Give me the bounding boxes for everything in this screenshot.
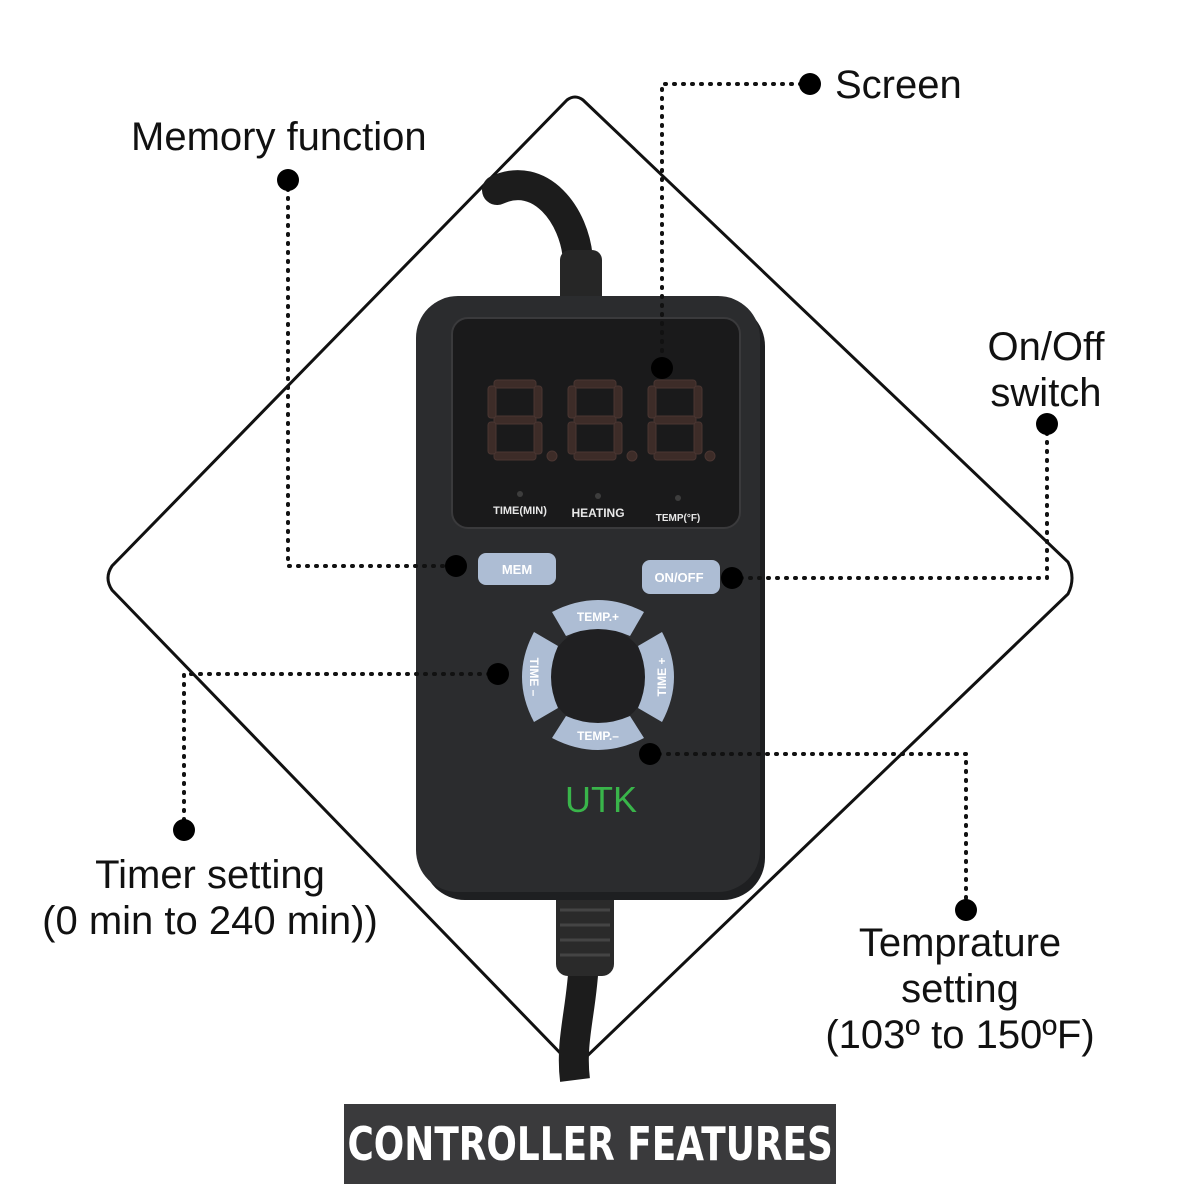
leader-onoff [730, 422, 1049, 580]
led-temp [675, 495, 681, 501]
power-cord-bottom [558, 959, 599, 1082]
onoff-button[interactable]: ON/OFF [642, 560, 720, 594]
callout-timer-line2: (0 min to 240 min)) [42, 899, 378, 943]
leader-memory [286, 178, 458, 568]
time-plus-label: TIME + [655, 657, 669, 696]
dot-timer-target [487, 663, 509, 685]
callout-timer-setting: Timer setting (0 min to 240 min)) [10, 852, 410, 944]
dot-timer-label [173, 819, 195, 841]
indicator-label-heating: HEATING [571, 506, 624, 520]
dot-screen-target [651, 357, 673, 379]
time-plus-button[interactable]: TIME + [638, 632, 674, 722]
callout-memory-text: Memory function [131, 115, 427, 159]
leader-lines [182, 82, 1049, 912]
onoff-button-label: ON/OFF [654, 570, 703, 585]
led-heating [595, 493, 601, 499]
callout-timer-line1: Timer setting [95, 853, 325, 897]
time-minus-label: TIME – [527, 658, 541, 697]
dot-memory-target [445, 555, 467, 577]
callout-temp-line2: setting [901, 967, 1019, 1011]
temp-plus-button[interactable]: TEMP.+ [552, 600, 644, 636]
indicator-label-time: TIME(MIN) [493, 505, 547, 517]
controller-features-banner: CONTROLLER FEATURES [344, 1104, 836, 1184]
dot-temp-label [955, 899, 977, 921]
mem-button[interactable]: MEM [478, 553, 556, 585]
callout-memory-function: Memory function [131, 114, 427, 160]
cord-ribs [560, 908, 610, 957]
brand-logo: UTK [565, 779, 637, 820]
callout-onoff-line2: switch [990, 371, 1102, 415]
leader-temp [648, 752, 968, 912]
temp-plus-label: TEMP.+ [577, 610, 619, 624]
callout-temp-line3: (103º to 150ºF) [825, 1013, 1095, 1057]
dot-onoff-target [721, 567, 743, 589]
indicator-label-temp: TEMP(°F) [656, 513, 701, 524]
led-time [517, 491, 523, 497]
callout-temp-line1: Temprature [858, 921, 1062, 965]
callout-screen: Screen [835, 62, 962, 108]
time-minus-button[interactable]: TIME – [522, 632, 558, 722]
banner-title: CONTROLLER FEATURES [347, 1117, 833, 1171]
callout-onoff-line1: On/Off [987, 325, 1105, 369]
dot-temp-target [639, 743, 661, 765]
dpad-center [548, 627, 648, 727]
dot-screen-label [799, 73, 821, 95]
leader-timer [182, 672, 500, 832]
callout-temperature-setting: Temprature setting (103º to 150ºF) [800, 920, 1120, 1058]
dot-memory-label [277, 169, 299, 191]
callout-screen-text: Screen [835, 63, 962, 107]
callout-onoff-switch: On/Off switch [966, 324, 1126, 416]
temp-minus-label: TEMP.– [577, 729, 619, 743]
power-cord-top [482, 170, 593, 275]
temp-minus-button[interactable]: TEMP.– [552, 716, 644, 750]
seven-segment-display [487, 379, 716, 462]
cord-strain-relief-top [560, 250, 602, 310]
dot-onoff-label [1036, 413, 1058, 435]
callout-dots [173, 73, 1058, 921]
mem-button-label: MEM [502, 562, 532, 577]
